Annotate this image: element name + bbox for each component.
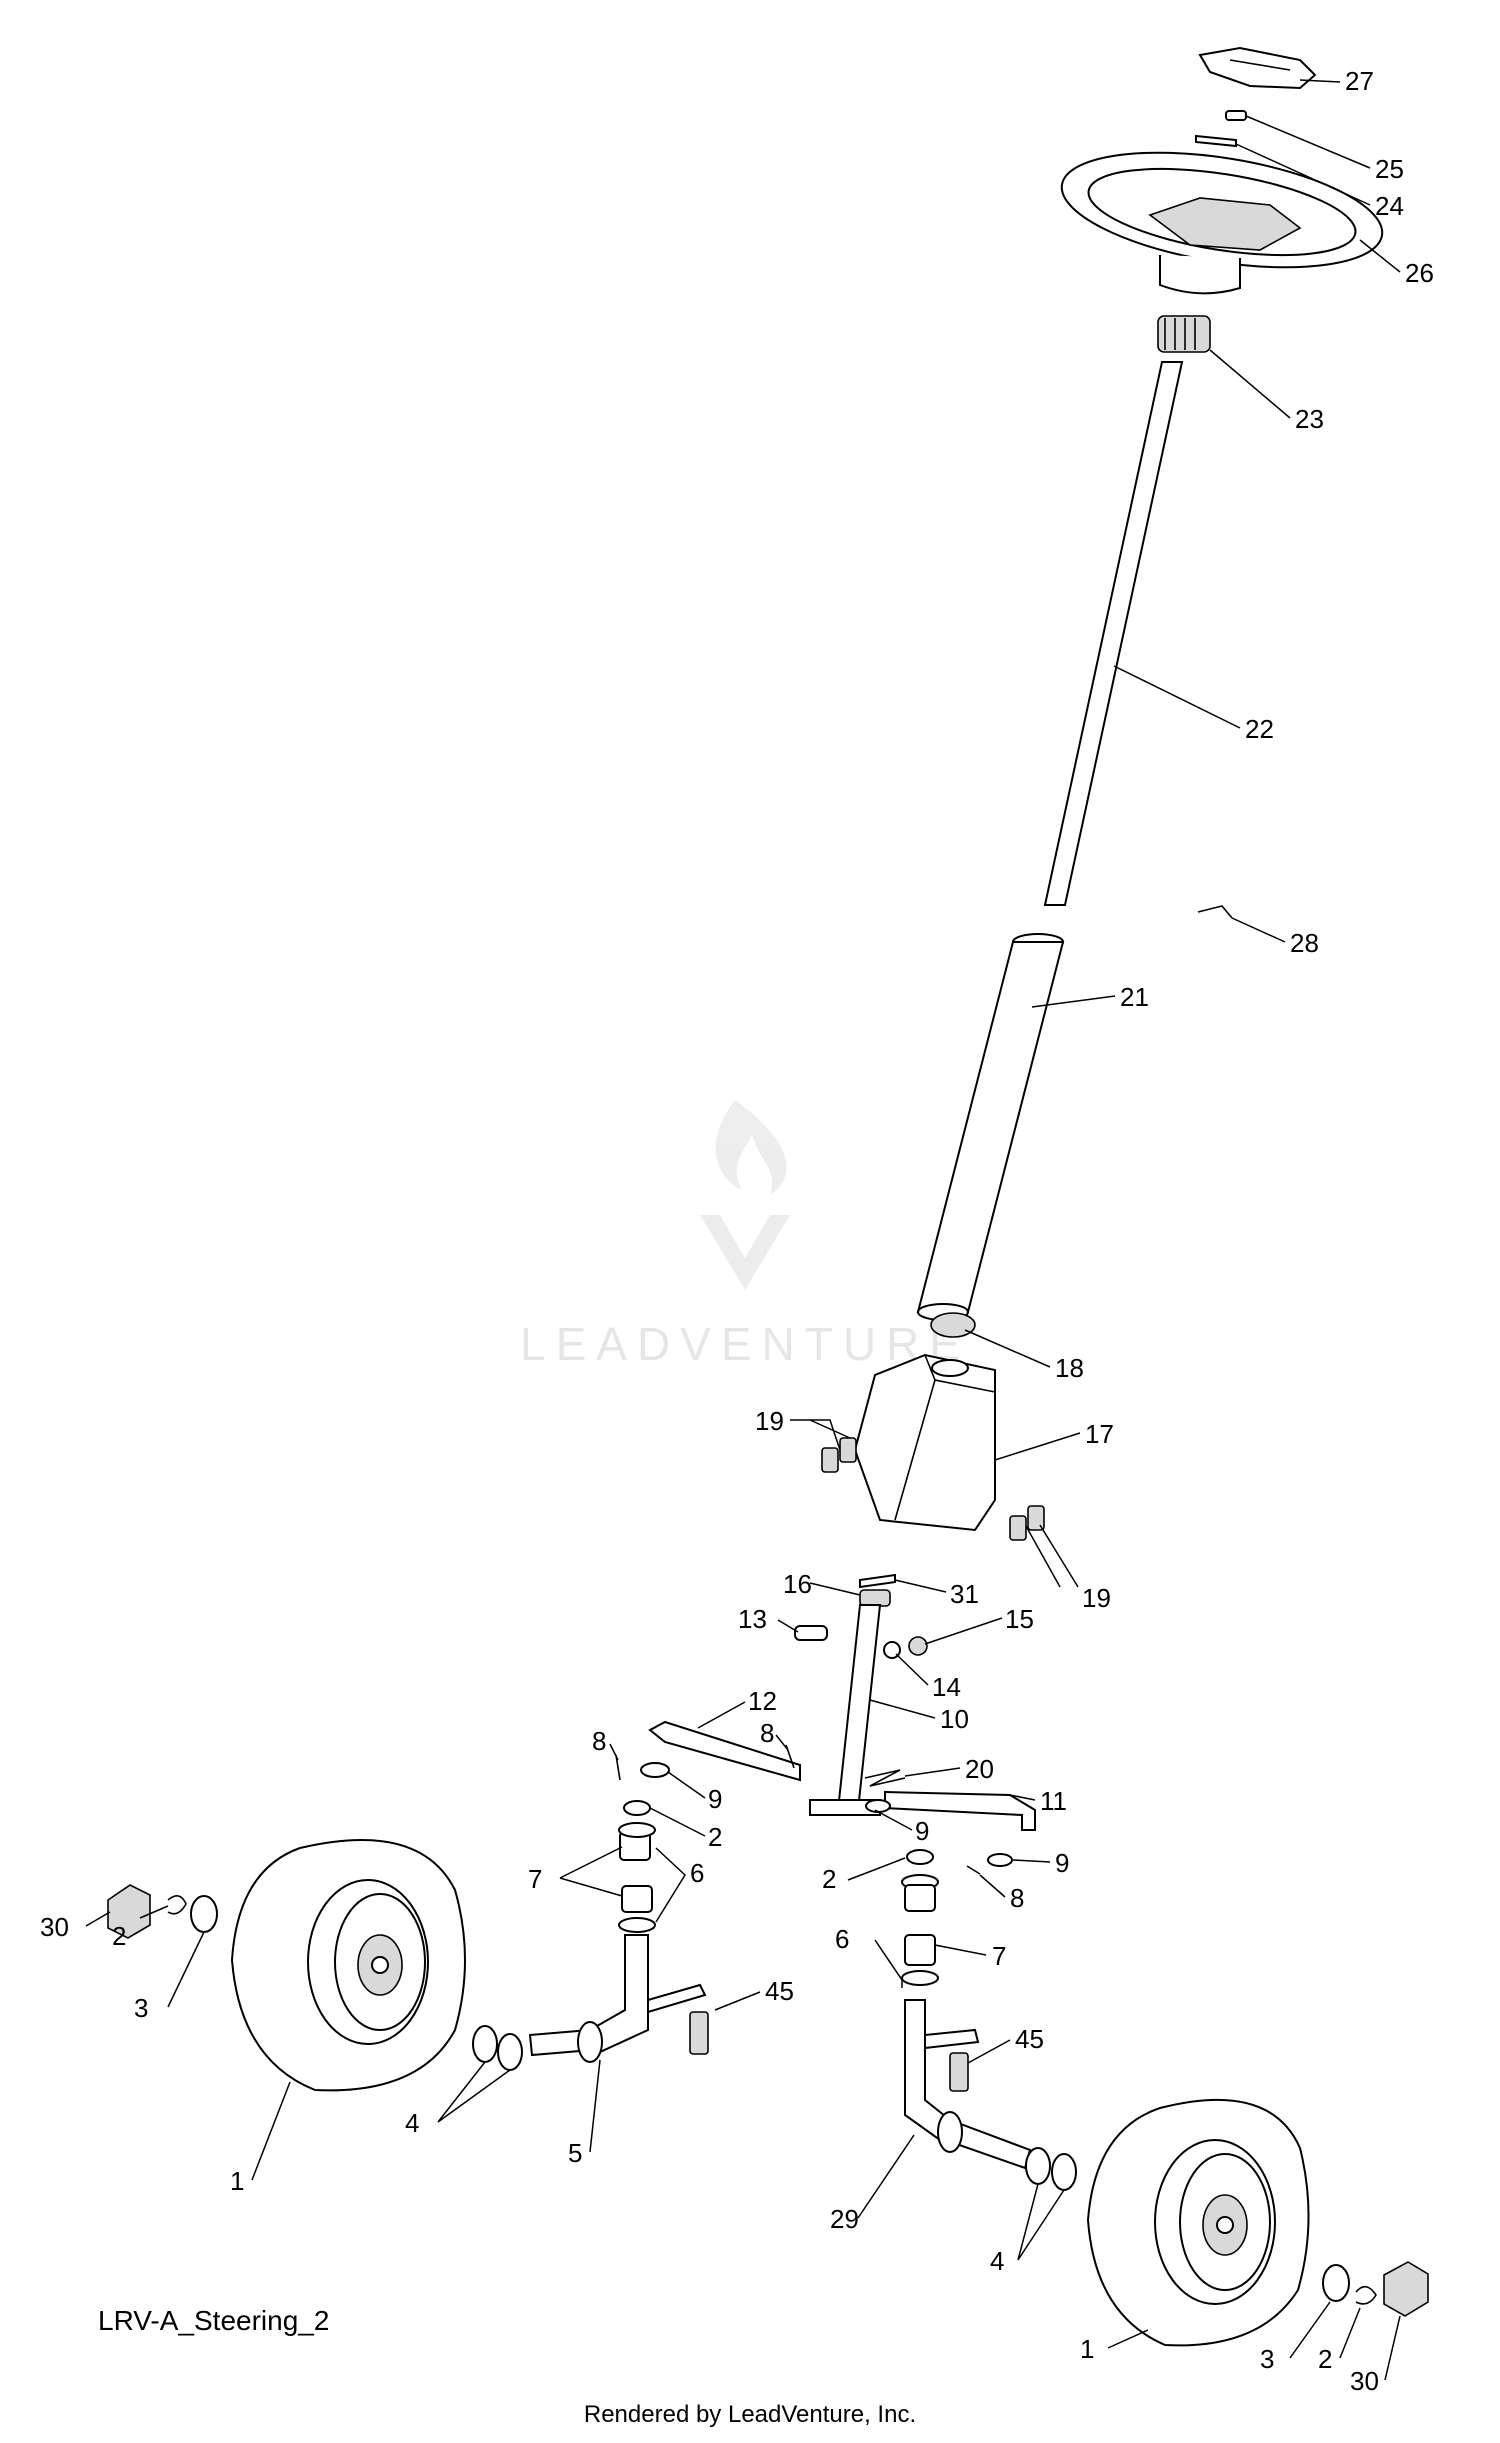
part-10-steering-column[interactable]: [809, 1604, 882, 1816]
callout-9-center[interactable]: 9: [915, 1816, 929, 1846]
part-29-right-spindle[interactable]: [904, 1999, 1032, 2170]
callout-21[interactable]: 21: [1120, 982, 1149, 1012]
part-30-hub-cap-right[interactable]: [1383, 2261, 1429, 2317]
part-11-drag-link[interactable]: [884, 1790, 1036, 1831]
part-45-bolt-left[interactable]: [689, 2011, 709, 2055]
callout-7-right[interactable]: 7: [992, 1941, 1006, 1971]
part-12-drag-link[interactable]: [648, 1720, 801, 1782]
callout-15[interactable]: 15: [1005, 1604, 1034, 1634]
part-30-hub-cap-left[interactable]: [107, 1884, 151, 1939]
callout-30-left[interactable]: 30: [40, 1912, 69, 1942]
callout-19-left[interactable]: 19: [755, 1406, 784, 1436]
part-6-washer-left[interactable]: [618, 1822, 656, 1933]
callout-30-right[interactable]: 30: [1350, 2366, 1379, 2396]
callout-8-left[interactable]: 8: [592, 1726, 606, 1756]
part-13-bolt[interactable]: [794, 1625, 828, 1641]
callout-17[interactable]: 17: [1085, 1419, 1114, 1449]
part-26-steering-wheel[interactable]: [1054, 133, 1390, 295]
callout-28[interactable]: 28: [1290, 928, 1319, 958]
part-16-bushing[interactable]: [859, 1589, 891, 1607]
part-45-bolt-right[interactable]: [949, 2052, 969, 2092]
callout-2-right-spindle[interactable]: 2: [822, 1864, 836, 1894]
part-19-bolts-right[interactable]: [1009, 1505, 1045, 1541]
callout-25[interactable]: 25: [1375, 154, 1404, 184]
part-8-cotter-pin-left[interactable]: [615, 1754, 621, 1781]
callout-13[interactable]: 13: [738, 1604, 767, 1634]
part-17-steering-bracket[interactable]: [853, 1353, 996, 1532]
callout-16[interactable]: 16: [783, 1569, 812, 1599]
callout-1-left[interactable]: 1: [230, 2166, 244, 2196]
part-9-washer-left[interactable]: [640, 1762, 670, 1778]
callout-2-left-spindle[interactable]: 2: [708, 1822, 722, 1852]
callout-3-right[interactable]: 3: [1260, 2344, 1274, 2374]
part-19-bolts-left[interactable]: [821, 1437, 857, 1473]
callout-12[interactable]: 12: [748, 1686, 777, 1716]
callout-14[interactable]: 14: [932, 1672, 961, 1702]
part-21-steering-tube[interactable]: [916, 933, 1065, 1321]
part-5-left-spindle[interactable]: [528, 1934, 707, 2063]
callout-26[interactable]: 26: [1405, 258, 1434, 288]
part-3-washer-right-wheel[interactable]: [1322, 2264, 1350, 2302]
part-2-clip-left-wheel[interactable]: [167, 1895, 187, 1915]
part-3-washer-left-wheel[interactable]: [190, 1895, 218, 1933]
callout-8-right[interactable]: 8: [1010, 1883, 1024, 1913]
callout-31[interactable]: 31: [950, 1579, 979, 1609]
part-15-nut[interactable]: [908, 1636, 928, 1656]
leader-lines: [85, 79, 1401, 2381]
callout-8-center[interactable]: 8: [760, 1718, 774, 1748]
callout-6-left[interactable]: 6: [690, 1858, 704, 1888]
callout-19-right[interactable]: 19: [1082, 1583, 1111, 1613]
part-2-clip-right-spindle[interactable]: [906, 1849, 934, 1865]
callout-22[interactable]: 22: [1245, 714, 1274, 744]
callout-4-left[interactable]: 4: [405, 2108, 419, 2138]
callout-6-right[interactable]: 6: [835, 1924, 849, 1954]
part-25-clip[interactable]: [1225, 110, 1247, 121]
render-credit-footer: Rendered by LeadVenture, Inc.: [584, 2401, 916, 2428]
callout-3-left[interactable]: 3: [134, 1993, 148, 2023]
callout-45-right[interactable]: 45: [1015, 2024, 1044, 2054]
part-4-washers-left[interactable]: [472, 2025, 523, 2071]
part-24-pin[interactable]: [1195, 134, 1237, 148]
callout-2-right-wheel[interactable]: 2: [1318, 2344, 1332, 2374]
callout-24[interactable]: 24: [1375, 191, 1404, 221]
part-22-steering-shaft[interactable]: [1043, 361, 1184, 906]
callout-5[interactable]: 5: [568, 2138, 582, 2168]
part-18-bushing[interactable]: [930, 1312, 976, 1338]
callout-18[interactable]: 18: [1055, 1353, 1084, 1383]
part-28-cotter-pin[interactable]: [1197, 905, 1233, 919]
diagram-caption: LRV-A_Steering_2: [98, 2305, 329, 2336]
part-2-clip-right-wheel[interactable]: [1355, 2285, 1377, 2305]
callout-labels: 27 25 24 26 23 22 28 21 18 17 19 19 16 3…: [40, 66, 1434, 2396]
part-1-left-wheel[interactable]: [230, 1839, 466, 2092]
part-23-wheel-adapter[interactable]: [1157, 315, 1211, 353]
callout-4-right[interactable]: 4: [990, 2246, 1004, 2276]
part-31-washer[interactable]: [859, 1573, 896, 1589]
leadventure-watermark: LEADVENTURE: [520, 1100, 970, 1370]
callout-9-right[interactable]: 9: [1055, 1848, 1069, 1878]
watermark-text: LEADVENTURE: [520, 1318, 970, 1370]
callout-20[interactable]: 20: [965, 1754, 994, 1784]
callout-27[interactable]: 27: [1345, 66, 1374, 96]
callout-10[interactable]: 10: [940, 1704, 969, 1734]
callout-11[interactable]: 11: [1040, 1786, 1067, 1816]
callout-1-right[interactable]: 1: [1080, 2334, 1094, 2364]
callout-9-left[interactable]: 9: [708, 1784, 722, 1814]
part-20-spring[interactable]: [864, 1769, 906, 1787]
part-1-right-wheel[interactable]: [1086, 2098, 1310, 2347]
callout-29[interactable]: 29: [830, 2204, 859, 2234]
callout-2-left-wheel[interactable]: 2: [112, 1921, 126, 1951]
callout-7-left[interactable]: 7: [528, 1864, 542, 1894]
part-4-washers-right[interactable]: [1025, 2147, 1077, 2191]
part-9-washer-center[interactable]: [865, 1799, 891, 1813]
part-2-clip-left-spindle[interactable]: [623, 1800, 651, 1816]
callout-45-left[interactable]: 45: [765, 1976, 794, 2006]
part-7-bushing-left[interactable]: [619, 1831, 653, 1913]
part-7-bushing-right[interactable]: [904, 1884, 936, 1966]
part-9-washer-right[interactable]: [987, 1853, 1013, 1867]
part-27-steering-cap[interactable]: [1198, 46, 1317, 90]
part-8-cotter-pin-right[interactable]: [966, 1865, 981, 1875]
callout-23[interactable]: 23: [1295, 404, 1324, 434]
